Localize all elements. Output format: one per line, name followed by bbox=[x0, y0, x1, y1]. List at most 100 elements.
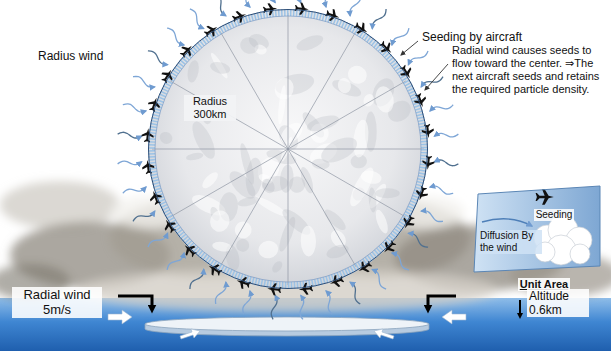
radial-wind-arrow bbox=[118, 132, 142, 138]
wind-arrow bbox=[180, 329, 200, 339]
unit-area-inset: SeedingDiffusion By the windUnit Area bbox=[474, 186, 606, 290]
radial-wind-arrow bbox=[325, 0, 333, 7]
radial-wind-arrow bbox=[271, 295, 277, 319]
aircraft-symbol bbox=[377, 39, 395, 57]
radial-wind-arrow bbox=[299, 0, 305, 3]
disk-wind-arrows bbox=[108, 310, 466, 339]
cloud-texture-patch bbox=[277, 119, 307, 148]
cloud-texture-patch bbox=[185, 152, 204, 162]
radial-wind-arrow bbox=[430, 186, 453, 194]
label-slot: Radial wind 5m/s bbox=[12, 287, 102, 318]
spoke-line bbox=[288, 13, 289, 149]
aircraft-symbol bbox=[141, 159, 155, 174]
wind-label: Radius wind bbox=[36, 49, 105, 63]
text-slot: Diffusion By the wind bbox=[478, 230, 542, 255]
radial-wind-arrow bbox=[326, 291, 332, 314]
label-slot: Seeding by aircraft bbox=[420, 27, 540, 45]
aircraft-symbol bbox=[422, 155, 435, 170]
radial-wind-arrow bbox=[421, 211, 443, 222]
aircraft-symbol bbox=[536, 189, 554, 205]
unit-cloud bbox=[534, 215, 592, 265]
aircraft-symbol bbox=[380, 238, 398, 256]
spoke-line bbox=[288, 31, 356, 149]
wind-bracket-arrow bbox=[118, 296, 152, 309]
cloud-texture-patch bbox=[237, 195, 261, 208]
cloud-puff bbox=[570, 244, 590, 264]
cloud-texture-patch bbox=[373, 85, 396, 114]
wind-bracket-arrow bbox=[428, 296, 456, 309]
node-outline bbox=[148, 9, 428, 289]
spoke-line bbox=[170, 149, 288, 217]
radial-wind-arrow bbox=[272, 0, 276, 3]
cloud-texture-patch bbox=[157, 130, 174, 147]
radial-wind-arrow bbox=[372, 269, 386, 289]
cloud-texture-patch bbox=[276, 215, 298, 253]
aircraft-symbol bbox=[267, 283, 282, 296]
cloud-texture-patch bbox=[300, 226, 316, 257]
leader-line bbox=[401, 41, 418, 55]
radial-wind-arrows bbox=[118, 0, 459, 319]
radial-wind-arrow bbox=[408, 51, 428, 65]
altitude-arrow bbox=[519, 300, 521, 316]
wind-arrow bbox=[442, 310, 466, 324]
cloud-texture-patch bbox=[375, 188, 400, 198]
cloud-texture-patch bbox=[279, 164, 295, 193]
aircraft-symbol bbox=[141, 128, 154, 143]
aircraft-symbol bbox=[181, 241, 199, 259]
radial-wind-arrow bbox=[123, 104, 146, 112]
radial-wind-arrow bbox=[190, 9, 204, 29]
spoke-line bbox=[288, 149, 406, 217]
cloud-texture-patch bbox=[188, 119, 219, 162]
spoke-line bbox=[288, 81, 406, 149]
radial-wind-arrow bbox=[167, 253, 184, 270]
cloud-texture-patch bbox=[317, 132, 361, 168]
radial-wind-arrow bbox=[244, 0, 250, 7]
spoke-line bbox=[288, 149, 424, 150]
cloud-texture-patch bbox=[277, 85, 288, 125]
cloud-texture-patch bbox=[200, 170, 221, 191]
aircraft-symbol bbox=[294, 2, 309, 15]
radial-wind-arrow bbox=[216, 0, 226, 16]
radial-wind-arrow bbox=[133, 211, 155, 221]
panel-outline bbox=[474, 186, 600, 272]
cloud-texture-patch bbox=[295, 32, 326, 54]
radial-wind-arrow bbox=[300, 295, 304, 319]
spokes bbox=[152, 13, 424, 285]
radial-wind-arrow bbox=[350, 282, 360, 304]
radial-wind-arrow bbox=[133, 76, 155, 87]
node-text: Radius 300km bbox=[184, 95, 236, 121]
cloud-texture-patch bbox=[232, 219, 255, 242]
cloud-texture-patch bbox=[186, 59, 201, 83]
radial-wind-arrow bbox=[148, 233, 168, 247]
radial-wind-arrow bbox=[123, 187, 146, 193]
label-slot: Radial wind causes seeds to flow toward … bbox=[450, 44, 608, 97]
radial-wind-arrow bbox=[148, 51, 168, 65]
callout-label: Seeding by aircraft bbox=[420, 30, 524, 44]
cloud-texture-patch bbox=[336, 77, 352, 95]
aircraft-symbol bbox=[298, 282, 313, 296]
radial-wind-arrow bbox=[190, 269, 204, 289]
seeding-ring-inner bbox=[155, 16, 421, 282]
label-slot: Altitude 0.6km bbox=[527, 289, 589, 318]
cloud-texture bbox=[157, 31, 414, 274]
node-text: Diffusion By the wind bbox=[478, 230, 542, 254]
diffusion-arrow bbox=[482, 219, 532, 226]
cloud-texture-patch bbox=[207, 208, 232, 234]
spoke-line bbox=[170, 81, 288, 149]
altitude-label: Altitude 0.6km bbox=[527, 289, 589, 317]
radial-wind-arrow bbox=[430, 105, 453, 111]
text-slot: Radius 300km bbox=[184, 95, 236, 122]
cloud-texture-patch bbox=[325, 242, 351, 261]
seeding-area-disk bbox=[148, 9, 428, 289]
cloud-texture-patch bbox=[257, 239, 279, 260]
radial-wind-arrow bbox=[392, 28, 409, 45]
radial-wind-arrow bbox=[408, 233, 428, 247]
cloud-texture-patch bbox=[346, 165, 378, 210]
aircraft-symbol bbox=[421, 124, 435, 139]
aircraft-ring bbox=[141, 2, 435, 296]
radial-wind-arrow bbox=[434, 133, 458, 137]
seeding-ring bbox=[152, 13, 425, 286]
cloud-texture-patch bbox=[351, 119, 370, 159]
spoke-line bbox=[220, 149, 288, 267]
note-text: Radial wind causes seeds to flow toward … bbox=[450, 44, 608, 96]
